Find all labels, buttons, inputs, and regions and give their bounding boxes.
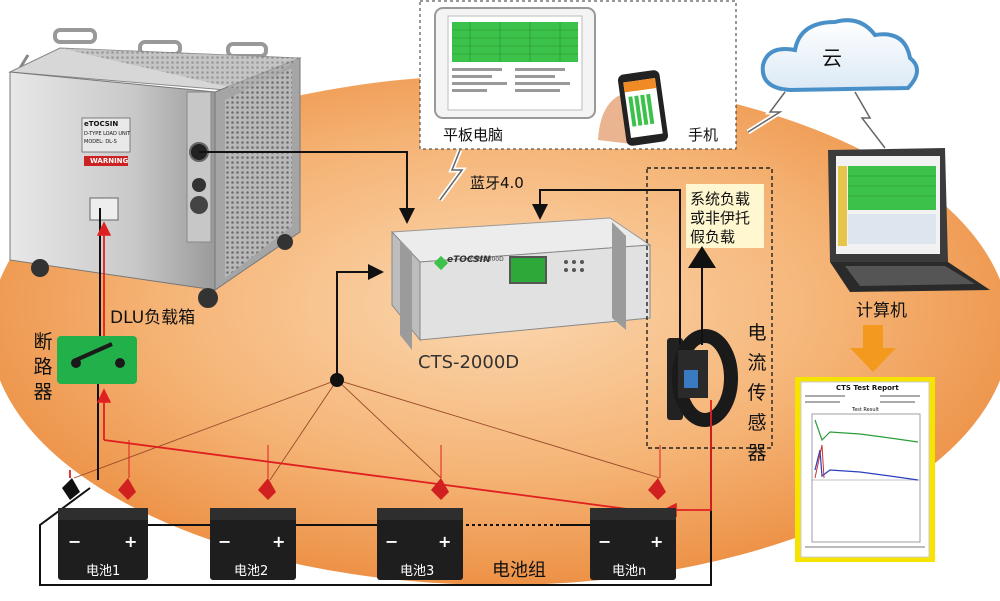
cts-2000d-device [390, 217, 652, 350]
breaker-box [57, 336, 137, 384]
dlu-label: DLU负载箱 [110, 308, 196, 328]
battery-2-plus: + [272, 532, 286, 551]
dlu-plate-line-2: MODEL: DL-S [84, 139, 117, 145]
laptop-device [828, 148, 990, 292]
battery-1 [58, 478, 148, 580]
load-note-line-2: 或非伊托 [690, 209, 751, 227]
tablet-label: 平板电脑 [443, 126, 504, 144]
battery-1-plus: + [124, 532, 138, 551]
load-arrow [688, 246, 716, 268]
battery-3-minus: − [385, 532, 399, 551]
battery-n-plus: + [650, 532, 664, 551]
current-sensor [667, 329, 738, 427]
battery-n-label: 电池n [612, 564, 647, 579]
cloud-shape [760, 18, 919, 93]
breaker-label: 断路器 [33, 331, 53, 403]
battery-2 [210, 478, 296, 580]
cloud-label: 云 [822, 46, 842, 70]
load-note-line-3: 假负载 [690, 228, 736, 246]
dlu-warning: WARNING [90, 157, 129, 165]
load-note-line-1: 系统负载 [690, 190, 751, 208]
battery-n [590, 478, 676, 580]
battery-1-label: 电池1 [86, 564, 121, 579]
phone-device [598, 70, 669, 146]
battery-3 [377, 478, 463, 580]
phone-label: 手机 [688, 126, 719, 144]
battery-3-label: 电池3 [400, 564, 435, 579]
battery-group-label: 电池组 [492, 560, 546, 581]
test-report-sheet [795, 377, 935, 562]
dlu-brand: eTOCSIN [84, 120, 119, 128]
sensor-label: 电流传感器 [747, 322, 767, 464]
report-arrow [850, 325, 896, 372]
tablet-device [434, 7, 596, 119]
dlu-plate-line-1: D-TYPE LOAD UNIT [84, 131, 131, 137]
device-model-plate: CTS-2000D [470, 256, 504, 263]
device-label: CTS-2000D [418, 352, 520, 373]
dlu-load-box [8, 28, 302, 308]
report-chart-title: Test Result [852, 407, 879, 413]
bluetooth-label: 蓝牙4.0 [470, 174, 524, 192]
report-title: CTS Test Report [836, 384, 899, 392]
battery-3-plus: + [438, 532, 452, 551]
battery-1-minus: − [68, 532, 82, 551]
battery-2-minus: − [218, 532, 232, 551]
device-brand: eTOCSIN [447, 255, 491, 265]
battery-n-minus: − [598, 532, 612, 551]
laptop-label: 计算机 [856, 301, 907, 321]
load-note-box [686, 184, 764, 248]
battery-2-label: 电池2 [234, 564, 269, 579]
